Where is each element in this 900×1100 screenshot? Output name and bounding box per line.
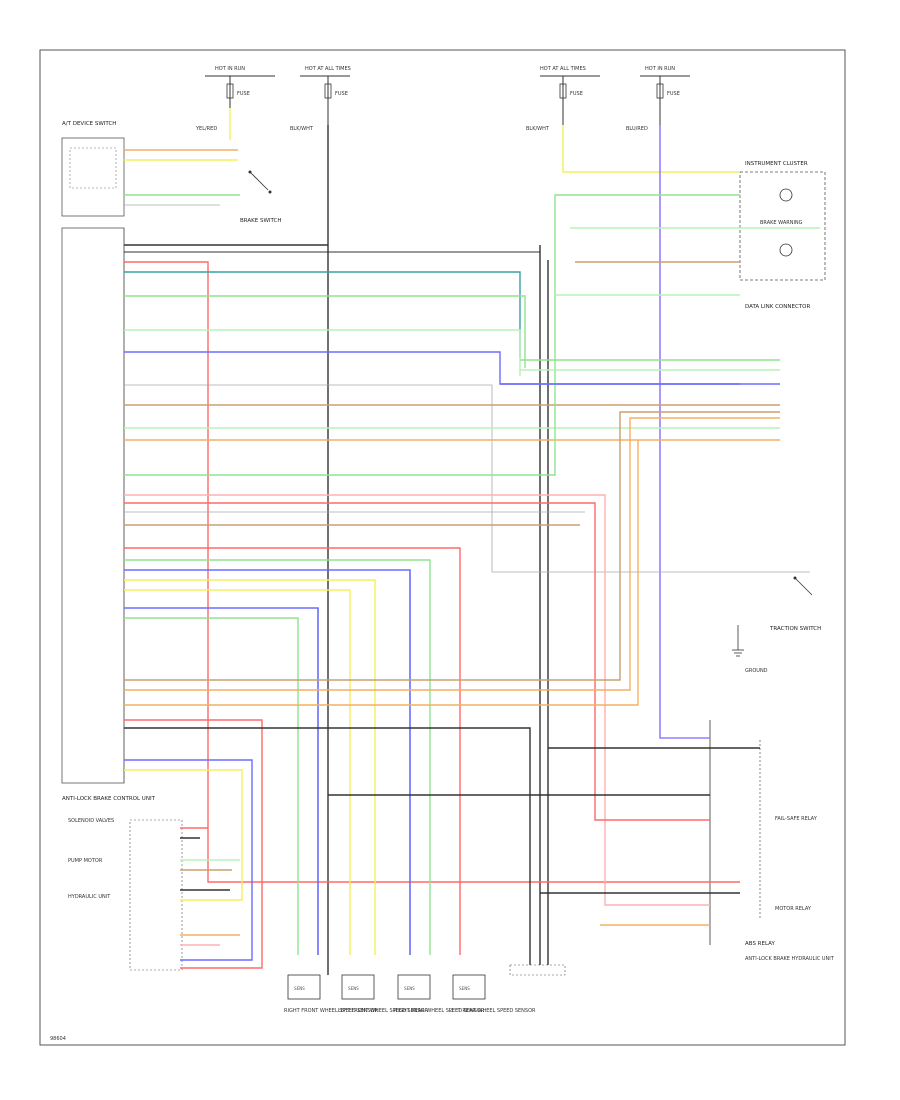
label-hot-run-right: HOT IN RUN <box>645 66 675 72</box>
svg-text:GROUND: GROUND <box>745 668 768 674</box>
label-hot-all-times-left: HOT AT ALL TIMES <box>305 66 351 72</box>
wire <box>124 329 521 376</box>
svg-text:SOLENOID VALVES: SOLENOID VALVES <box>68 818 114 824</box>
at-device-switch: A/T DEVICE SWITCH <box>61 121 125 217</box>
svg-text:SENS: SENS <box>348 986 359 992</box>
wire <box>124 384 810 573</box>
fuse: FUSE <box>656 76 680 125</box>
label-hot-run-left: HOT IN RUN <box>215 66 245 72</box>
wire-label: BLU/RED <box>626 126 648 132</box>
svg-text:INSTRUMENT CLUSTER: INSTRUMENT CLUSTER <box>745 161 808 167</box>
wire-label: YEL/RED <box>195 126 217 132</box>
wire <box>124 559 431 955</box>
fuse: FUSE <box>226 76 250 108</box>
wire <box>562 125 740 173</box>
wire <box>124 589 351 955</box>
svg-text:FUSE: FUSE <box>237 91 250 97</box>
wire <box>124 547 461 955</box>
wire <box>124 417 780 691</box>
traction-switch: TRACTION SWITCH <box>769 576 821 632</box>
abs-control-unit-connector <box>61 227 125 784</box>
wheel-speed-sensor: SENS LEFT REAR WHEEL SPEED SENSOR <box>449 974 536 1014</box>
svg-text:HYDRAULIC UNIT: HYDRAULIC UNIT <box>68 894 111 900</box>
abs-control-unit-label: ANTI-LOCK BRAKE CONTROL UNIT <box>62 796 156 802</box>
wire <box>124 271 521 358</box>
svg-text:FUSE: FUSE <box>570 91 583 97</box>
svg-text:FAIL-SAFE RELAY: FAIL-SAFE RELAY <box>775 816 818 822</box>
label-hot-all-times-right: HOT AT ALL TIMES <box>540 66 586 72</box>
bottom-left-components: SOLENOID VALVES PUMP MOTOR HYDRAULIC UNI… <box>68 818 183 971</box>
diagram-border <box>39 49 846 1046</box>
ground-bus <box>509 964 566 976</box>
wire <box>124 295 526 368</box>
wire <box>659 125 710 739</box>
svg-text:A/T DEVICE SWITCH: A/T DEVICE SWITCH <box>62 121 116 127</box>
svg-text:MOTOR RELAY: MOTOR RELAY <box>775 906 812 912</box>
wire <box>124 769 243 901</box>
svg-text:FUSE: FUSE <box>667 91 680 97</box>
brake-switch: BRAKE SWITCH <box>240 170 282 224</box>
wire <box>124 719 263 969</box>
footer-code: 98604 <box>50 1036 66 1042</box>
svg-text:BRAKE WARNING: BRAKE WARNING <box>760 220 803 226</box>
wire <box>124 351 740 385</box>
svg-text:RIGHT FRONT WHEEL SPEED SENSOR: RIGHT FRONT WHEEL SPEED SENSOR <box>284 1008 378 1014</box>
instrument-cluster: INSTRUMENT CLUSTER BRAKE WARNING <box>739 161 826 281</box>
data-link-connector-label: DATA LINK CONNECTOR <box>745 304 810 310</box>
svg-text:PUMP MOTOR: PUMP MOTOR <box>68 858 103 864</box>
wire <box>124 440 639 706</box>
wire-label: BLK/WHT <box>290 126 314 132</box>
wire <box>124 502 710 821</box>
svg-text:SENS: SENS <box>294 986 305 992</box>
svg-text:TRACTION SWITCH: TRACTION SWITCH <box>769 626 821 632</box>
svg-text:BRAKE SWITCH: BRAKE SWITCH <box>240 218 282 224</box>
svg-text:RIGHT REAR WHEEL SPEED SENSOR: RIGHT REAR WHEEL SPEED SENSOR <box>394 1008 485 1014</box>
wire <box>124 727 531 965</box>
fuse: FUSE <box>559 76 583 125</box>
wire <box>124 579 376 955</box>
wire <box>124 494 710 906</box>
svg-text:SENS: SENS <box>459 986 470 992</box>
abs-relay-box: ABS RELAY FAIL-SAFE RELAY MOTOR RELAY AN… <box>709 720 835 962</box>
wheel-speed-sensor: SENS RIGHT FRONT WHEEL SPEED SENSOR <box>284 974 378 1014</box>
wire <box>124 607 319 955</box>
svg-text:SENS: SENS <box>404 986 415 992</box>
wire <box>124 617 299 955</box>
svg-text:ANTI-LOCK BRAKE HYDRAULIC UNIT: ANTI-LOCK BRAKE HYDRAULIC UNIT <box>745 956 835 962</box>
wheel-speed-sensor: SENS RIGHT REAR WHEEL SPEED SENSOR <box>394 974 485 1014</box>
wire <box>124 411 780 681</box>
svg-text:ABS RELAY: ABS RELAY <box>745 941 776 947</box>
wire <box>124 759 253 961</box>
wire <box>124 261 740 883</box>
svg-text:LEFT REAR WHEEL SPEED SENSOR: LEFT REAR WHEEL SPEED SENSOR <box>449 1008 536 1014</box>
ground-symbol: GROUND <box>732 625 768 674</box>
svg-text:FUSE: FUSE <box>335 91 348 97</box>
wire-label: BLK/WHT <box>526 126 550 132</box>
wire-harness <box>124 108 820 975</box>
wire <box>124 194 740 476</box>
fuse: FUSE <box>324 76 348 125</box>
wire <box>124 569 411 955</box>
wheel-speed-sensor: SENS LEFT FRONT WHEEL SPEED SENSOR <box>338 974 429 1014</box>
svg-text:LEFT FRONT WHEEL SPEED SENSOR: LEFT FRONT WHEEL SPEED SENSOR <box>338 1008 429 1014</box>
